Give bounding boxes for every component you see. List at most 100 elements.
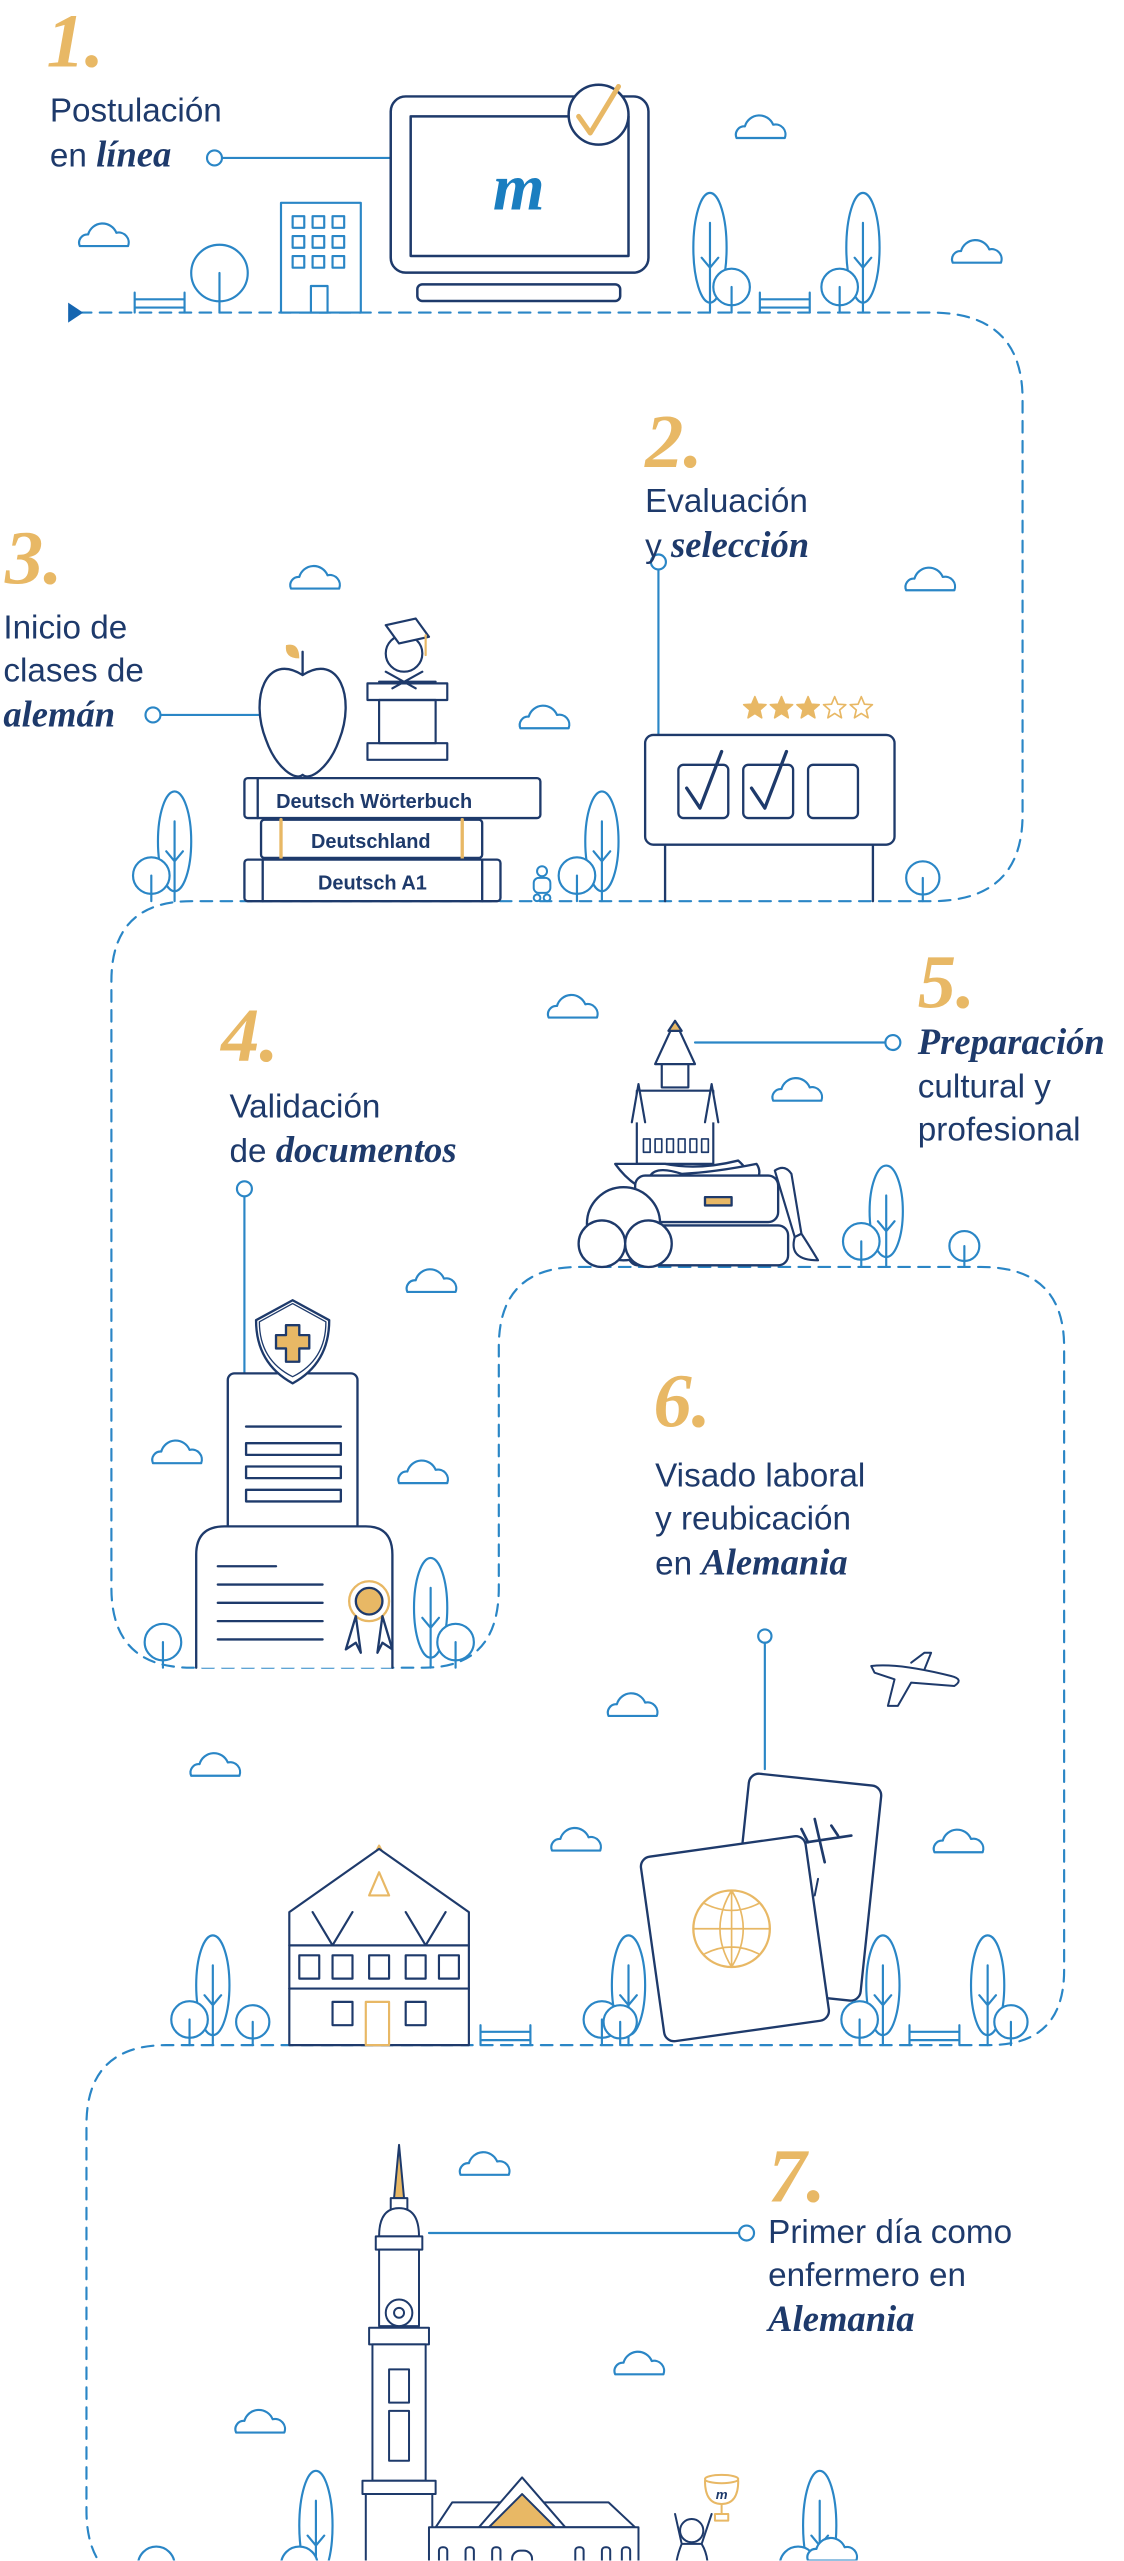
window bbox=[491, 2546, 502, 2561]
round-tree-icon bbox=[993, 2004, 1029, 2047]
star-filled-icon bbox=[769, 695, 794, 719]
step-3-line-1: Inicio de bbox=[3, 610, 128, 647]
step-3-number: 3. bbox=[4, 515, 63, 601]
clouds bbox=[78, 114, 1003, 2561]
checkbox-empty bbox=[806, 763, 860, 820]
door bbox=[511, 2549, 534, 2561]
evaluation-board bbox=[643, 733, 896, 903]
cloud-icon bbox=[405, 1268, 458, 1293]
step-5-line-2: cultural y bbox=[917, 1069, 1051, 1106]
window bbox=[311, 235, 326, 249]
journey-path bbox=[78, 311, 1066, 2561]
round-tree-icon bbox=[948, 1229, 981, 1269]
step-1-line-1: Postulación bbox=[49, 93, 222, 130]
step-7-line-1: Primer día como bbox=[768, 2214, 1013, 2252]
benches bbox=[133, 291, 961, 2047]
cloud-icon bbox=[189, 1752, 242, 1777]
window bbox=[291, 254, 306, 269]
round-tree-icon bbox=[820, 267, 860, 314]
documents-icon bbox=[195, 1299, 394, 1669]
step-5-label: Preparación cultural y profesional bbox=[918, 1021, 1105, 1152]
half-timbered-house-icon bbox=[288, 1844, 470, 2047]
tall-tree-icon bbox=[969, 1934, 1006, 2047]
window bbox=[331, 215, 346, 229]
round-tree-icon bbox=[712, 267, 751, 314]
window bbox=[311, 254, 326, 269]
step-5-line-3: profesional bbox=[917, 1112, 1081, 1149]
step-6-line-1: Visado laboral bbox=[655, 1458, 866, 1495]
step-6-number: 6. bbox=[653, 1358, 711, 1444]
window bbox=[291, 235, 306, 249]
monitor-icon bbox=[389, 83, 650, 303]
apple-icon bbox=[258, 644, 347, 778]
pretzel-icon bbox=[577, 1186, 673, 1269]
round-tree-icon bbox=[137, 2545, 176, 2561]
step-4-number: 4. bbox=[221, 992, 279, 1078]
german-books-stack bbox=[243, 776, 542, 903]
step-2-line-1: Evaluación bbox=[645, 483, 808, 521]
bench-icon bbox=[758, 291, 811, 314]
airplane-icon bbox=[870, 1651, 960, 1707]
step-7-emphasis: Alemania bbox=[768, 2297, 915, 2340]
star-empty-icon bbox=[849, 695, 874, 719]
step-6-line-3: en bbox=[655, 1546, 702, 1583]
book-title-top: Deutsch Wörterbuch bbox=[276, 791, 472, 813]
step-6-line-2: y reubicación bbox=[655, 1501, 852, 1538]
cloud-icon bbox=[904, 566, 957, 592]
round-tree-icon bbox=[905, 860, 941, 903]
checkbox-checked bbox=[742, 763, 795, 820]
passport-icon bbox=[639, 1835, 831, 2043]
svg-text:m: m bbox=[716, 2487, 728, 2502]
cloud-icon bbox=[734, 114, 787, 140]
step-4-emphasis: documentos bbox=[275, 1128, 457, 1171]
church-tower-icon bbox=[361, 2143, 437, 2561]
step-5-emphasis: Preparación bbox=[917, 1020, 1105, 1063]
tall-tree-icon bbox=[298, 2469, 334, 2561]
round-tree-icon bbox=[840, 2000, 879, 2047]
cloud-icon bbox=[550, 1826, 602, 1852]
round-tree-icon bbox=[235, 2004, 271, 2047]
step-2-number: 2. bbox=[645, 399, 703, 484]
step-4-line-2: de bbox=[229, 1133, 276, 1171]
book-title-middle: Deutschland bbox=[311, 831, 431, 853]
round-tree-icon bbox=[190, 243, 249, 314]
window bbox=[600, 2546, 612, 2561]
monitor-logo: m bbox=[493, 152, 545, 225]
castle-icon bbox=[630, 1019, 720, 1165]
window bbox=[311, 215, 326, 229]
round-tree-icon bbox=[143, 1622, 183, 1669]
star-empty-icon bbox=[822, 695, 847, 719]
cloud-icon bbox=[518, 704, 571, 730]
window bbox=[464, 2546, 475, 2561]
cloud-icon bbox=[932, 1828, 985, 1854]
step-3-emphasis: alemán bbox=[3, 693, 116, 735]
round-tree-icon bbox=[131, 856, 171, 903]
cloud-icon bbox=[397, 1459, 449, 1485]
graduate-student-icon bbox=[366, 617, 449, 761]
step-1-label: Postulación en línea bbox=[50, 90, 222, 178]
paintbrush-icon bbox=[773, 1166, 820, 1262]
step-7-label: Primer día como enfermero en Alemania bbox=[768, 2211, 1012, 2342]
step-7-line-2: enfermero en bbox=[768, 2257, 966, 2295]
bench-icon bbox=[908, 2024, 961, 2047]
cloud-icon bbox=[546, 993, 599, 1019]
connectors bbox=[144, 149, 902, 2242]
round-tree-icon bbox=[280, 2545, 319, 2561]
step-2-label: Evaluación y selección bbox=[645, 481, 809, 569]
cloud-icon bbox=[606, 1692, 659, 1717]
step-5-number: 5. bbox=[917, 939, 976, 1025]
step-1-line-2: en bbox=[49, 138, 97, 175]
round-tree-icon bbox=[436, 1622, 475, 1669]
cloud-icon bbox=[771, 1077, 824, 1102]
start-arrow-icon bbox=[68, 302, 84, 323]
cloud-icon bbox=[613, 2350, 666, 2376]
window bbox=[620, 2546, 632, 2561]
step-2-line-2: y bbox=[645, 528, 672, 566]
step-7-number: 7. bbox=[768, 2133, 826, 2219]
office-building-icon bbox=[279, 201, 362, 314]
church-hall-icon bbox=[427, 2476, 640, 2561]
round-tree-icon bbox=[602, 2004, 638, 2047]
step-3-label: Inicio de clases de alemán bbox=[3, 607, 143, 738]
